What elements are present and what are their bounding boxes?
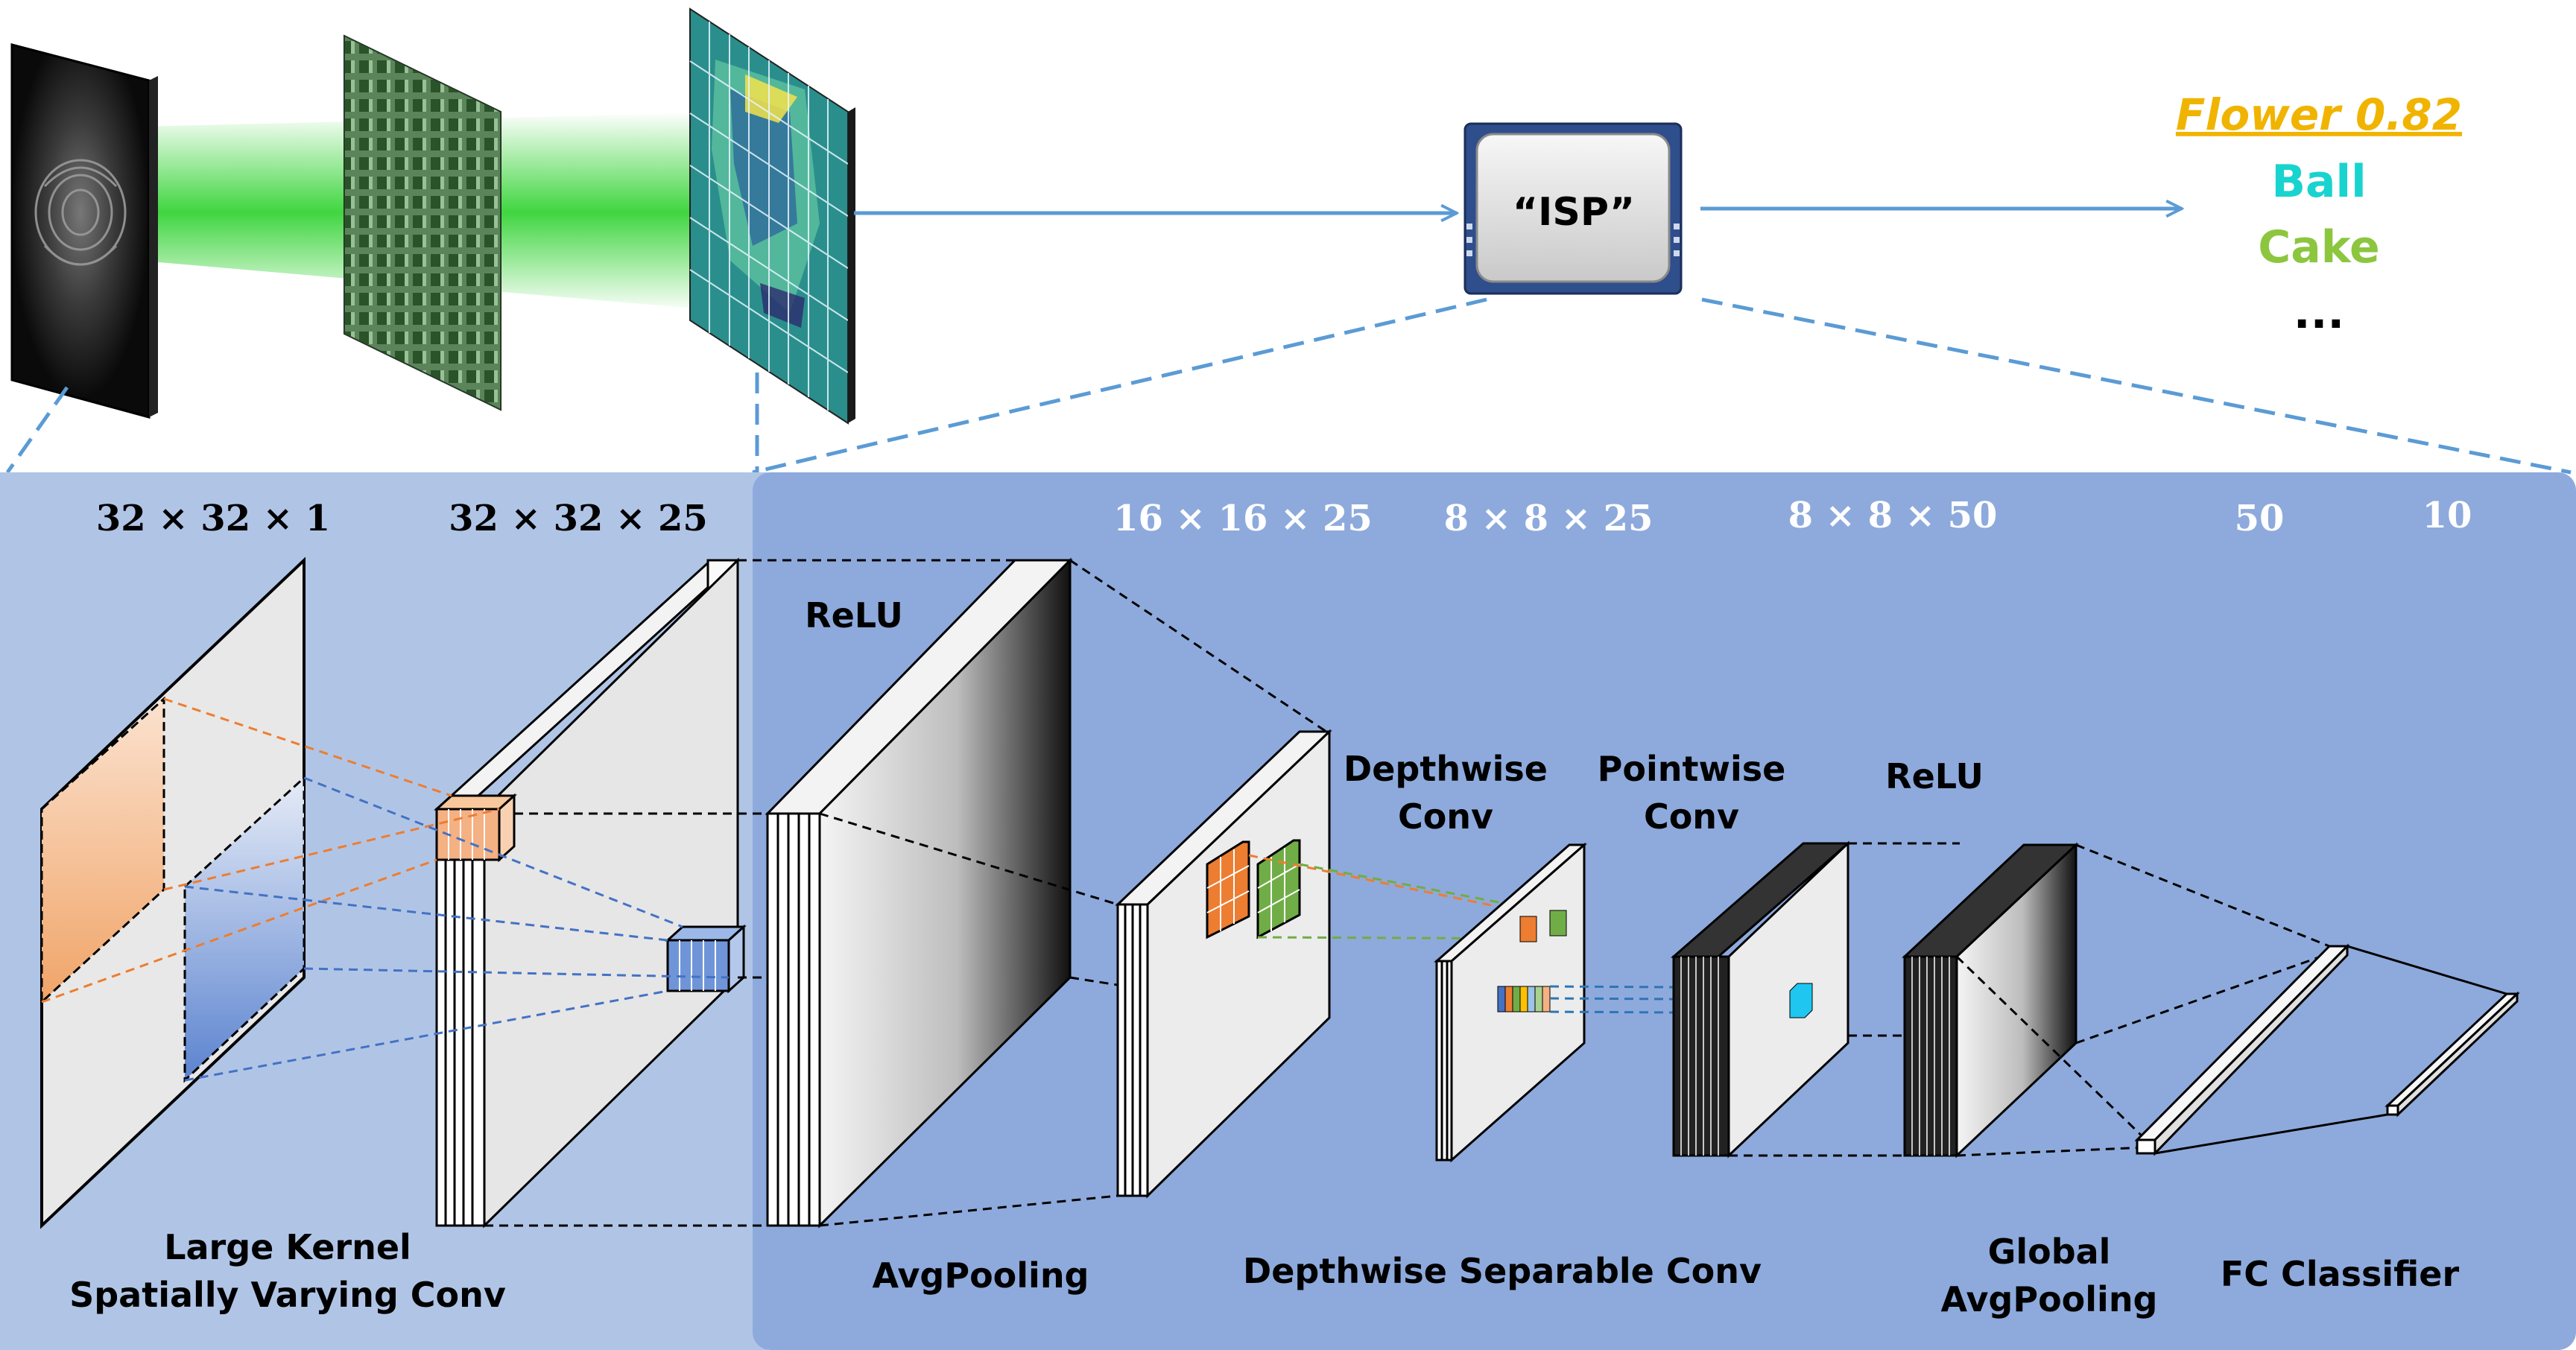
dim-fc: 10 bbox=[2422, 495, 2472, 536]
metasurface-plate bbox=[344, 34, 501, 411]
relu1-feature-stack bbox=[765, 557, 1073, 1229]
output-class-cake: Cake bbox=[2258, 221, 2380, 273]
relu1-label: ReLU bbox=[805, 595, 903, 636]
input-conv1-connections bbox=[41, 697, 730, 1082]
pointwise-label-line1: Pointwise bbox=[1598, 749, 1786, 789]
fc-classifier-label: FC Classifier bbox=[2221, 1254, 2460, 1294]
zoom-lines bbox=[5, 297, 2572, 475]
relu2-feature-stack bbox=[1902, 842, 2079, 1159]
gap-vector bbox=[2134, 943, 2350, 1156]
conv1-relu-connections bbox=[484, 559, 1015, 1227]
depthwise-label-line1: Depthwise bbox=[1344, 749, 1548, 789]
fc-vector bbox=[2384, 991, 2520, 1118]
dim-pointwise: 8 × 8 × 50 bbox=[1788, 495, 1998, 536]
dim-conv1: 32 × 32 × 25 bbox=[449, 498, 708, 539]
conv1-feature-stack bbox=[434, 557, 747, 1229]
dimension-labels: 32 × 32 × 1 32 × 32 × 25 16 × 16 × 25 8 … bbox=[96, 495, 2472, 539]
pointwise-kernel-colors bbox=[1497, 986, 1551, 1012]
relu2-gap-connections bbox=[1955, 843, 2330, 1157]
large-kernel-label-line1: Large Kernel bbox=[164, 1227, 411, 1267]
gap-label-line1: Global bbox=[1988, 1232, 2111, 1272]
pointwise-label-line2: Conv bbox=[1644, 796, 1739, 837]
dsconv-label: Depthwise Separable Conv bbox=[1243, 1251, 1762, 1291]
output-class-ball: Ball bbox=[2271, 156, 2366, 208]
isp-label: “ISP” bbox=[1513, 190, 1635, 235]
output-class-ellipsis: ... bbox=[2294, 287, 2344, 339]
avgpool-label: AvgPooling bbox=[872, 1255, 1089, 1296]
isp-chip: “ISP” bbox=[1463, 122, 1683, 295]
pool-feature-stack bbox=[1115, 729, 1332, 1199]
output-classes: Flower 0.82 Ball Cake ... bbox=[2176, 89, 2462, 339]
bottom-labels: Large Kernel Spatially Varying Conv AvgP… bbox=[69, 1227, 2459, 1319]
depthwise-kernel-orange bbox=[1206, 840, 1250, 939]
sensor-plate bbox=[689, 7, 855, 425]
dim-pool: 16 × 16 × 25 bbox=[1113, 498, 1373, 539]
pointwise-feature-stack bbox=[1671, 840, 1851, 1159]
dim-gap: 50 bbox=[2235, 498, 2285, 539]
pointwise-relu2-connections bbox=[1729, 842, 1960, 1157]
dim-depthwise: 8 × 8 × 25 bbox=[1444, 498, 1653, 539]
depthwise-label-line2: Conv bbox=[1398, 796, 1493, 837]
gap-fc-connections bbox=[2154, 945, 2507, 1155]
large-kernel-label-line2: Spatially Varying Conv bbox=[69, 1275, 506, 1315]
gap-label-line2: AvgPooling bbox=[1940, 1279, 2157, 1319]
rose-icon bbox=[34, 159, 127, 266]
depthwise-kernel-green bbox=[1256, 839, 1301, 939]
output-class-flower: Flower 0.82 bbox=[2176, 89, 2462, 140]
input-image-plate bbox=[10, 43, 158, 419]
relu2-label: ReLU bbox=[1885, 756, 1984, 796]
depthwise-feature-stack bbox=[1434, 842, 1587, 1163]
sensor-grid bbox=[689, 22, 849, 411]
dim-input: 32 × 32 × 1 bbox=[96, 498, 330, 539]
